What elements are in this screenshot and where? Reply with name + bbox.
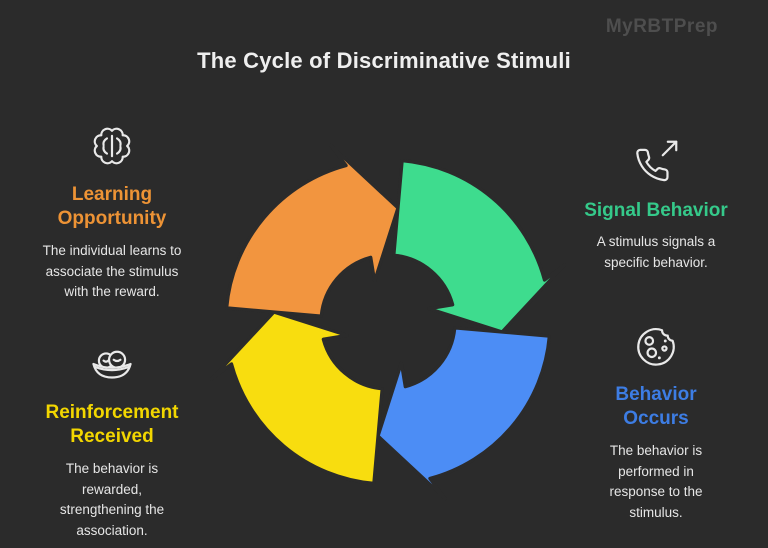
cycle-diagram — [209, 143, 567, 501]
food-bowl-icon — [85, 337, 139, 391]
cookie-icon — [629, 319, 683, 373]
section-learning-opportunity: Learning Opportunity The individual lear… — [20, 119, 204, 303]
cycle-arrow-green — [392, 159, 567, 334]
cycle-arrow-yellow — [209, 310, 384, 485]
reinforcement-heading: Reinforcement Received — [45, 402, 179, 448]
signal-description: A stimulus signals a specific behavior. — [596, 234, 716, 271]
section-signal-behavior: Signal Behavior A stimulus signals a spe… — [564, 135, 748, 274]
section-reinforcement-received: Reinforcement Received The behavior is r… — [20, 337, 204, 542]
page-title: The Cycle of Discriminative Stimuli — [197, 48, 571, 73]
behavior-description: The behavior is performed in response to… — [609, 442, 703, 521]
phone-outgoing-icon — [629, 135, 683, 189]
signal-heading: Signal Behavior — [584, 200, 728, 221]
section-behavior-occurs: Behavior Occurs The behavior is performe… — [564, 319, 748, 524]
learning-heading: Learning Opportunity — [57, 184, 167, 230]
reinforcement-description: The behavior is rewarded, strengthening … — [59, 460, 165, 539]
watermark-logo: MyRBTPrep — [605, 16, 718, 37]
brain-icon — [85, 119, 139, 173]
cycle-arrow-blue — [376, 326, 551, 501]
learning-description: The individual learns to associate the s… — [42, 242, 182, 300]
cycle-arrow-orange — [225, 143, 400, 318]
behavior-heading: Behavior Occurs — [615, 384, 697, 430]
